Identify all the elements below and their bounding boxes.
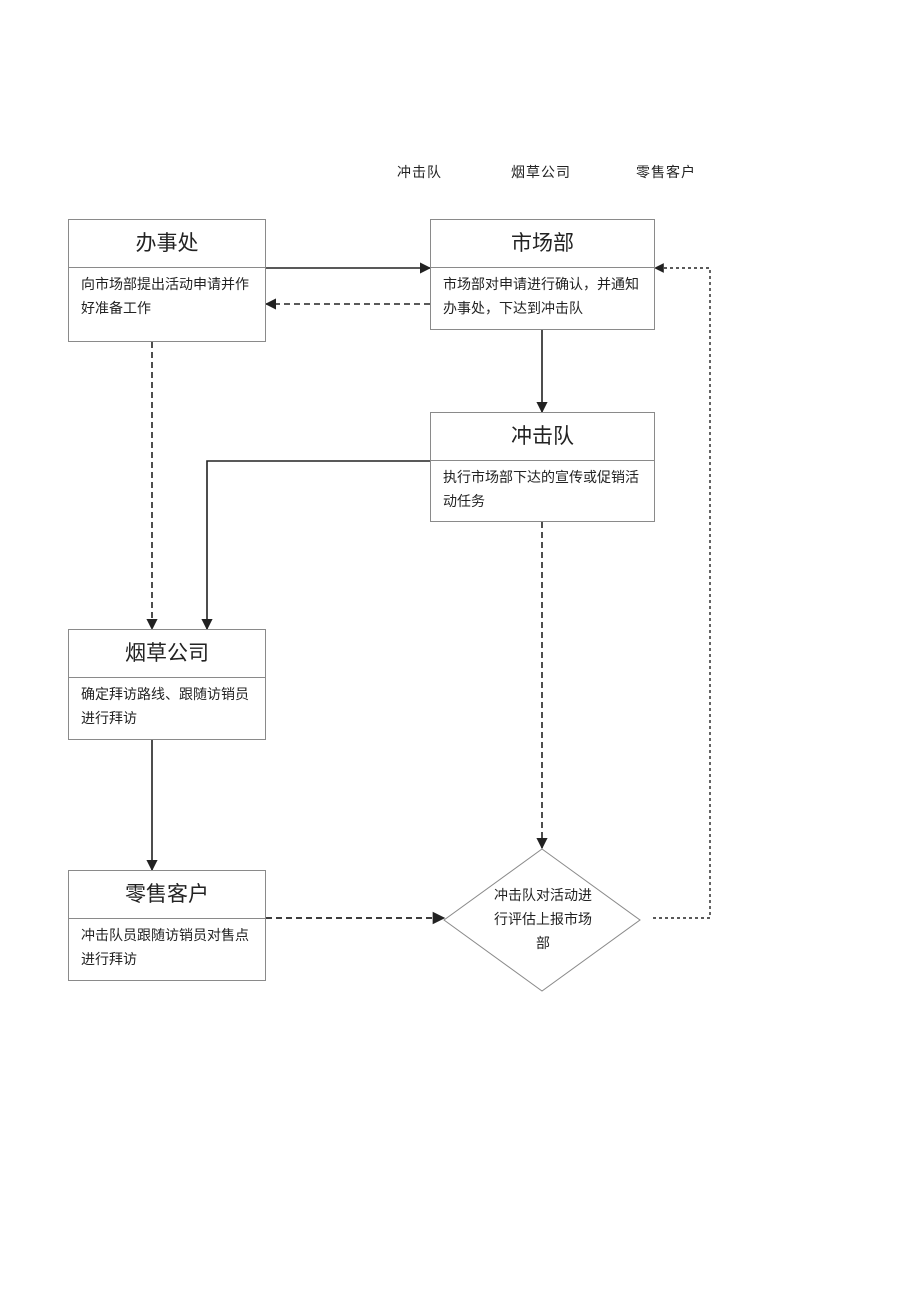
node-team-title: 冲击队 [431,413,654,461]
node-tobacco: 烟草公司 确定拜访路线、跟随访销员进行拜访 [68,629,266,740]
header-label-retail: 零售客户 [636,165,696,181]
node-market-title: 市场部 [431,220,654,268]
header-label-tobacco: 烟草公司 [511,165,571,181]
node-evaluate-text: 冲击队对活动进行评估上报市场部 [494,888,592,952]
node-team: 冲击队 执行市场部下达的宣传或促销活动任务 [430,412,655,522]
node-tobacco-title: 烟草公司 [69,630,265,678]
arrow-evaluate-to-market [653,263,711,919]
node-market: 市场部 市场部对申请进行确认，并通知办事处，下达到冲击队 [430,219,655,330]
evaluate-diamond [443,848,641,992]
node-tobacco-desc: 确定拜访路线、跟随访销员进行拜访 [81,687,249,727]
node-retail: 零售客户 冲击队员跟随访销员对售点进行拜访 [68,870,266,981]
node-market-desc: 市场部对申请进行确认，并通知办事处，下达到冲击队 [443,277,639,317]
node-retail-title: 零售客户 [69,871,265,919]
node-office-title: 办事处 [69,220,265,268]
arrow-team-to-tobacco [201,460,430,631]
node-office: 办事处 向市场部提出活动申请并作好准备工作 [68,219,266,342]
node-team-desc: 执行市场部下达的宣传或促销活动任务 [443,470,639,510]
node-office-desc: 向市场部提出活动申请并作好准备工作 [81,277,249,317]
node-retail-desc: 冲击队员跟随访销员对售点进行拜访 [81,928,249,968]
header-label-team: 冲击队 [397,165,442,181]
